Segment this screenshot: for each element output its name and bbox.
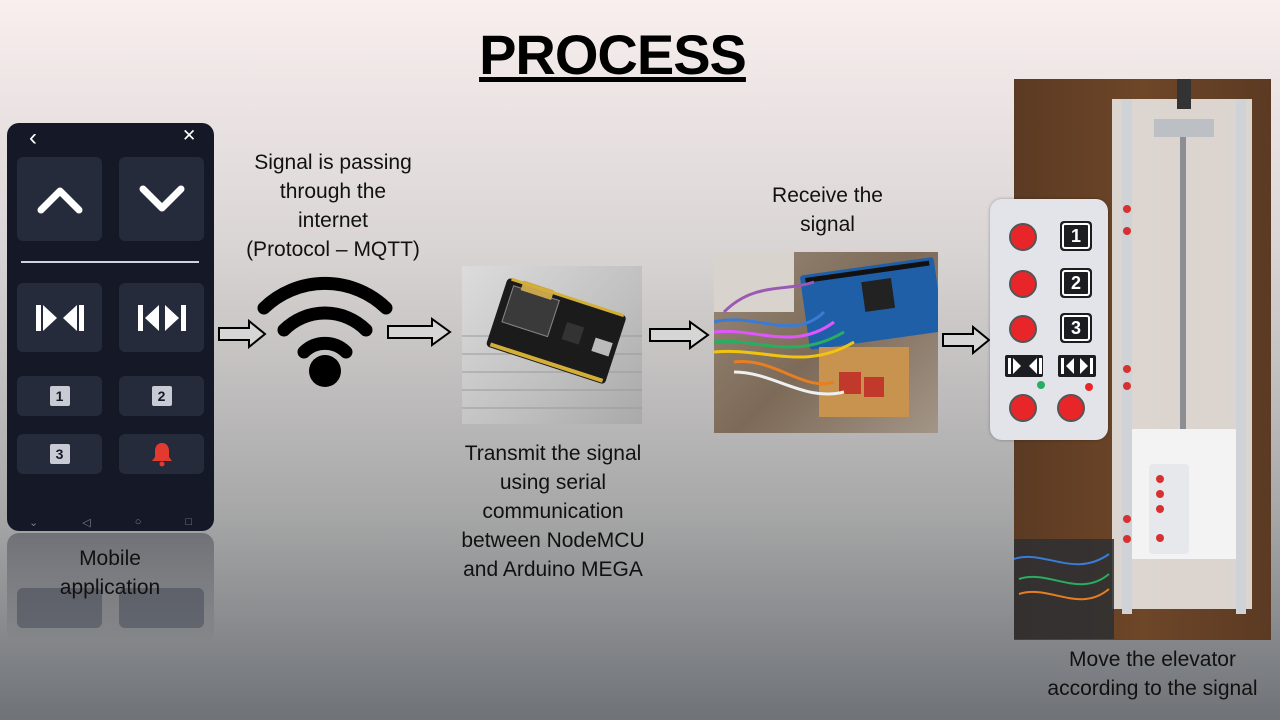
- nav-home-icon[interactable]: ○: [134, 516, 142, 528]
- close-door-button[interactable]: [17, 283, 102, 352]
- panel-open-button: [1009, 394, 1037, 422]
- phone-topbar: ‹ ✕: [7, 123, 214, 151]
- floor-1-button[interactable]: 1: [17, 376, 102, 416]
- back-icon[interactable]: ‹: [29, 124, 37, 151]
- open-door-button[interactable]: [119, 283, 204, 352]
- panel-floor-1-label: 1: [1062, 223, 1090, 249]
- chevron-up-icon: [37, 187, 82, 214]
- mobile-caption: Mobile application: [59, 547, 161, 599]
- wifi-icon: [257, 276, 393, 387]
- phone-reflection: [7, 533, 214, 643]
- elevator-caption: Move the elevator according to the signa…: [1047, 648, 1258, 700]
- door-open-icon: [137, 304, 186, 331]
- door-close-icon: [35, 304, 84, 331]
- panel-call-button-3: [1009, 315, 1037, 343]
- floor-3-label: 3: [49, 444, 70, 464]
- alarm-button[interactable]: [119, 434, 204, 474]
- panel-call-button-2: [1009, 270, 1037, 298]
- arduino-mega-photo: [714, 252, 938, 433]
- close-icon[interactable]: ✕: [182, 126, 197, 145]
- arrow-4: [942, 325, 991, 355]
- nodemcu-photo: [462, 266, 642, 424]
- chevron-down-icon: [139, 185, 184, 212]
- down-button[interactable]: [119, 157, 204, 241]
- page-title: PROCESS: [479, 23, 747, 86]
- nodemcu-caption: Transmit the signal using serial communi…: [461, 442, 645, 581]
- floor-1-label: 1: [49, 386, 70, 406]
- panel-label-2-bg: [1060, 268, 1092, 298]
- floor-2-button[interactable]: 2: [119, 376, 204, 416]
- elevator-control-panel: 1 2 3: [990, 199, 1108, 440]
- nav-recent-icon[interactable]: □: [185, 516, 192, 528]
- panel-label-1-bg: [1060, 221, 1092, 251]
- bell-icon: [151, 443, 172, 467]
- nav-back-icon[interactable]: ◁: [82, 516, 91, 529]
- floor-2-label: 2: [151, 386, 172, 406]
- android-navbar: ⌄ ◁ ○ □: [7, 513, 214, 531]
- divider: [21, 261, 199, 263]
- panel-floor-3-label: 3: [1062, 315, 1090, 341]
- arrow-3: [649, 320, 710, 350]
- arrow-2: [387, 317, 452, 347]
- panel-close-label-bg: [1058, 355, 1096, 377]
- nav-hide-icon[interactable]: ⌄: [29, 516, 39, 529]
- arduino-caption: Receive the signal: [772, 184, 883, 236]
- up-button[interactable]: [17, 157, 102, 241]
- floor-3-button[interactable]: 3: [17, 434, 102, 474]
- panel-close-button: [1057, 394, 1085, 422]
- panel-label-3-bg: [1060, 313, 1092, 343]
- panel-call-button-1: [1009, 223, 1037, 251]
- arrow-1: [218, 319, 267, 349]
- panel-floor-2-label: 2: [1062, 270, 1090, 296]
- internet-caption: Signal is passing through the internet (…: [246, 151, 420, 261]
- mobile-app-screenshot: ‹ ✕ 1 2 3 ⌄ ◁ ○ □: [7, 123, 214, 531]
